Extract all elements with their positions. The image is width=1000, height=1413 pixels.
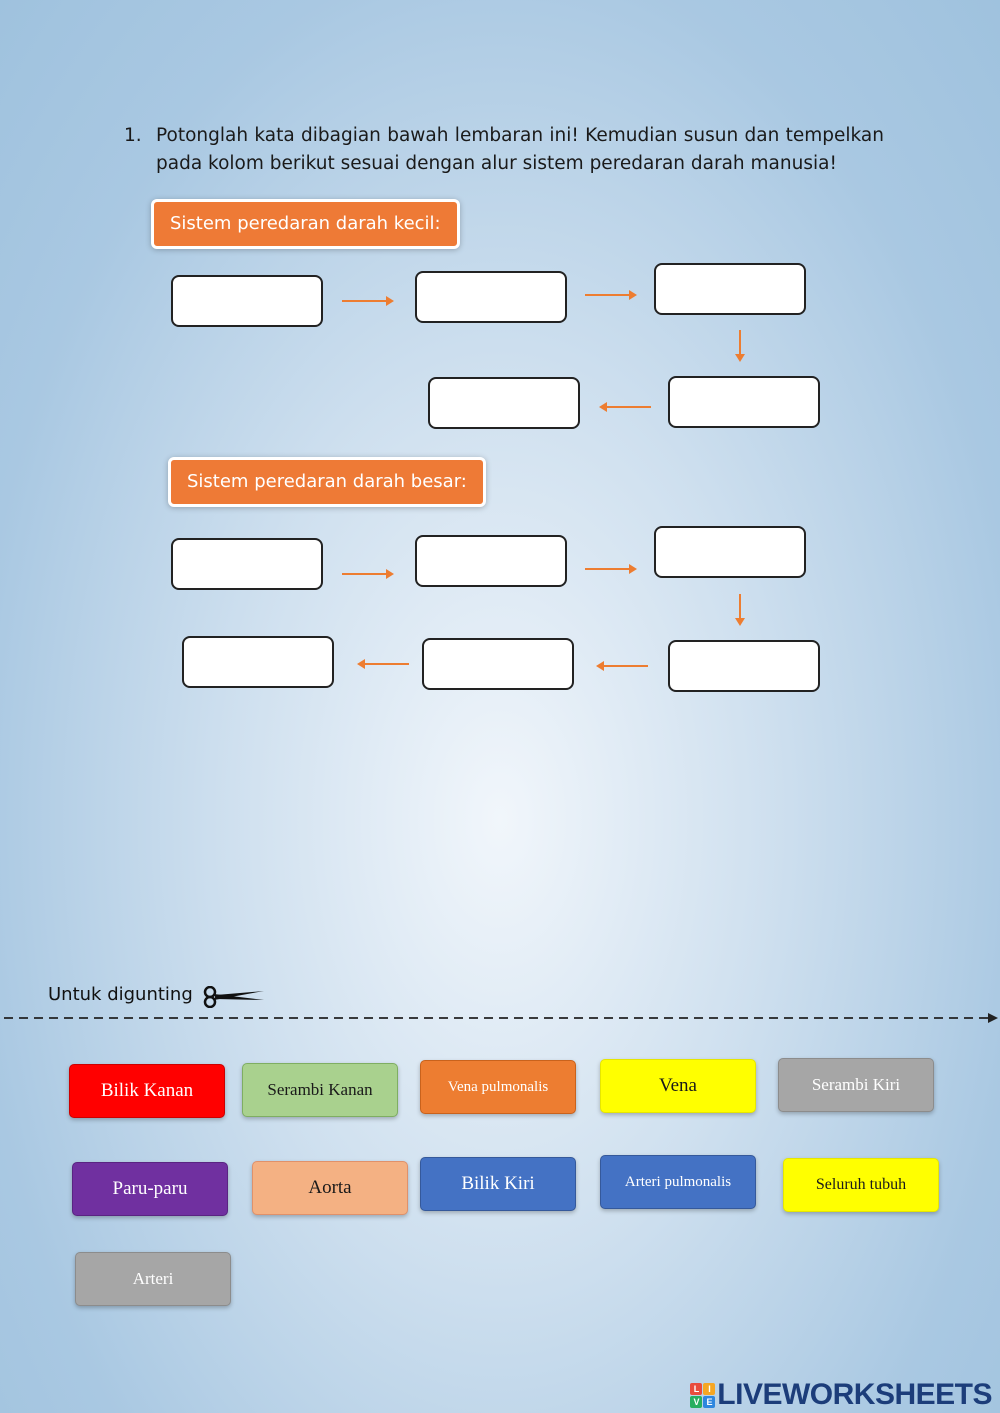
word-chip-bilik-kanan[interactable]: Bilik Kanan (69, 1064, 225, 1118)
answer-box-large-5[interactable] (422, 638, 574, 690)
word-chip-paru-paru[interactable]: Paru-paru (72, 1162, 228, 1216)
answer-box-small-4[interactable] (668, 376, 820, 428)
word-chip-bilik-kiri[interactable]: Bilik Kiri (420, 1157, 576, 1211)
arrow-right-icon (342, 296, 394, 306)
scissors-icon (203, 986, 264, 1008)
answer-box-small-2[interactable] (415, 271, 567, 323)
word-chip-serambi-kanan[interactable]: Serambi Kanan (242, 1063, 398, 1117)
liveworksheets-logo-mark: L I V E (690, 1382, 716, 1408)
liveworksheets-logo: L I V E LIVEWORKSHEETS (690, 1378, 992, 1412)
word-chip-arteri-pulmonalis[interactable]: Arteri pulmonalis (600, 1155, 756, 1209)
cut-label: Untuk digunting (48, 984, 193, 1005)
arrow-right-icon (342, 569, 394, 579)
section-label-large-circulation: Sistem peredaran darah besar: (168, 457, 486, 507)
answer-box-small-1[interactable] (171, 275, 323, 327)
answer-box-large-6[interactable] (182, 636, 334, 688)
section-label-small-circulation: Sistem peredaran darah kecil: (151, 199, 460, 249)
logo-text: LIVEWORKSHEETS (717, 1378, 992, 1411)
arrow-right-icon (585, 564, 637, 574)
answer-box-large-1[interactable] (171, 538, 323, 590)
instruction-number: 1. (124, 125, 142, 146)
arrow-left-icon (357, 659, 409, 669)
answer-box-small-5[interactable] (428, 377, 580, 429)
answer-box-large-4[interactable] (668, 640, 820, 692)
word-chip-arteri[interactable]: Arteri (75, 1252, 231, 1306)
word-chip-aorta[interactable]: Aorta (252, 1161, 408, 1215)
arrow-left-icon (599, 402, 651, 412)
word-chip-vena[interactable]: Vena (600, 1059, 756, 1113)
cut-line (4, 1013, 998, 1023)
instruction-text: Potonglah kata dibagian bawah lembaran i… (156, 125, 884, 174)
word-chip-vena-pulmonalis[interactable]: Vena pulmonalis (420, 1060, 576, 1114)
word-chip-serambi-kiri[interactable]: Serambi Kiri (778, 1058, 934, 1112)
arrow-down-icon (735, 330, 745, 362)
answer-box-large-2[interactable] (415, 535, 567, 587)
arrow-down-icon (735, 594, 745, 626)
answer-box-large-3[interactable] (654, 526, 806, 578)
arrow-left-icon (596, 661, 648, 671)
instruction: 1. Potonglah kata dibagian bawah lembara… (124, 122, 884, 178)
arrow-right-icon (585, 290, 637, 300)
word-chip-seluruh-tubuh[interactable]: Seluruh tubuh (783, 1158, 939, 1212)
answer-box-small-3[interactable] (654, 263, 806, 315)
